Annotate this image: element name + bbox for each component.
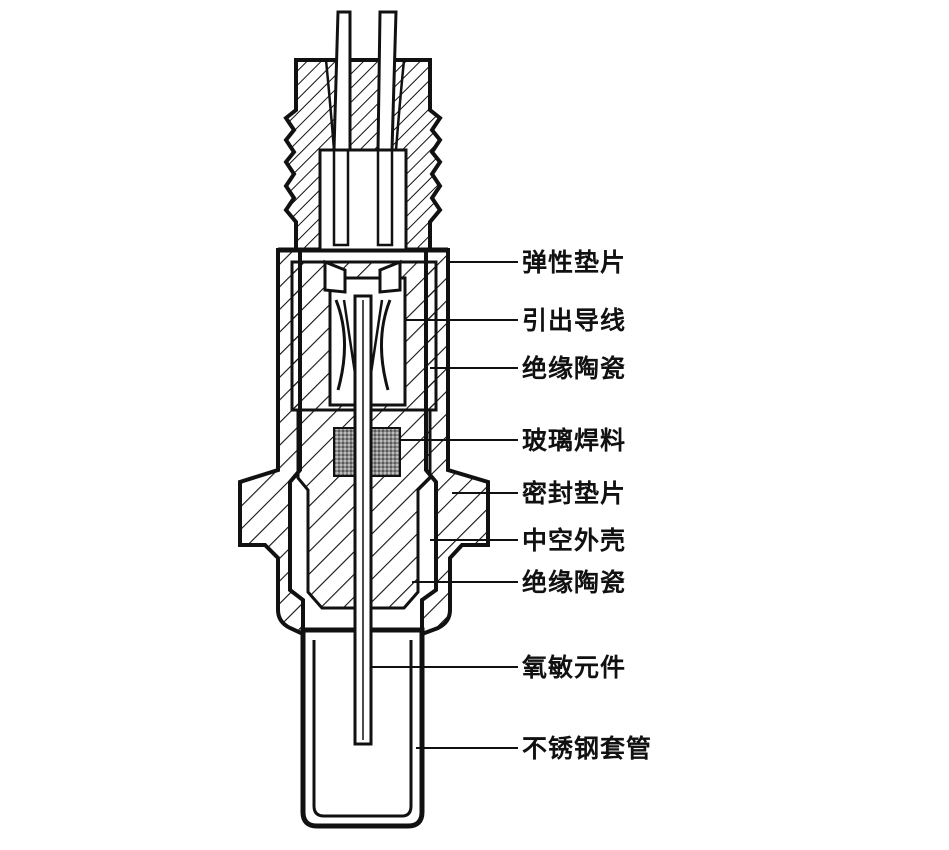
label-sealing-gasket: 密封垫片 <box>522 479 627 508</box>
label-lead-wire: 引出导线 <box>522 306 627 335</box>
lead-wires <box>283 10 443 252</box>
oxygen-sensing-element <box>353 294 373 746</box>
leader-lines <box>372 261 518 749</box>
elastic-gasket <box>323 259 402 391</box>
label-insulating-ceramic-lower: 绝缘陶瓷 <box>522 568 627 597</box>
label-glass-solder: 玻璃焊料 <box>522 426 627 455</box>
label-oxygen-sensing-element: 氧敏元件 <box>522 653 627 682</box>
label-elastic-gasket: 弹性垫片 <box>522 248 627 277</box>
label-insulating-ceramic-upper: 绝缘陶瓷 <box>522 354 627 383</box>
label-hollow-housing: 中空外壳 <box>522 526 627 555</box>
label-stainless-steel-sleeve: 不锈钢套管 <box>522 734 653 763</box>
